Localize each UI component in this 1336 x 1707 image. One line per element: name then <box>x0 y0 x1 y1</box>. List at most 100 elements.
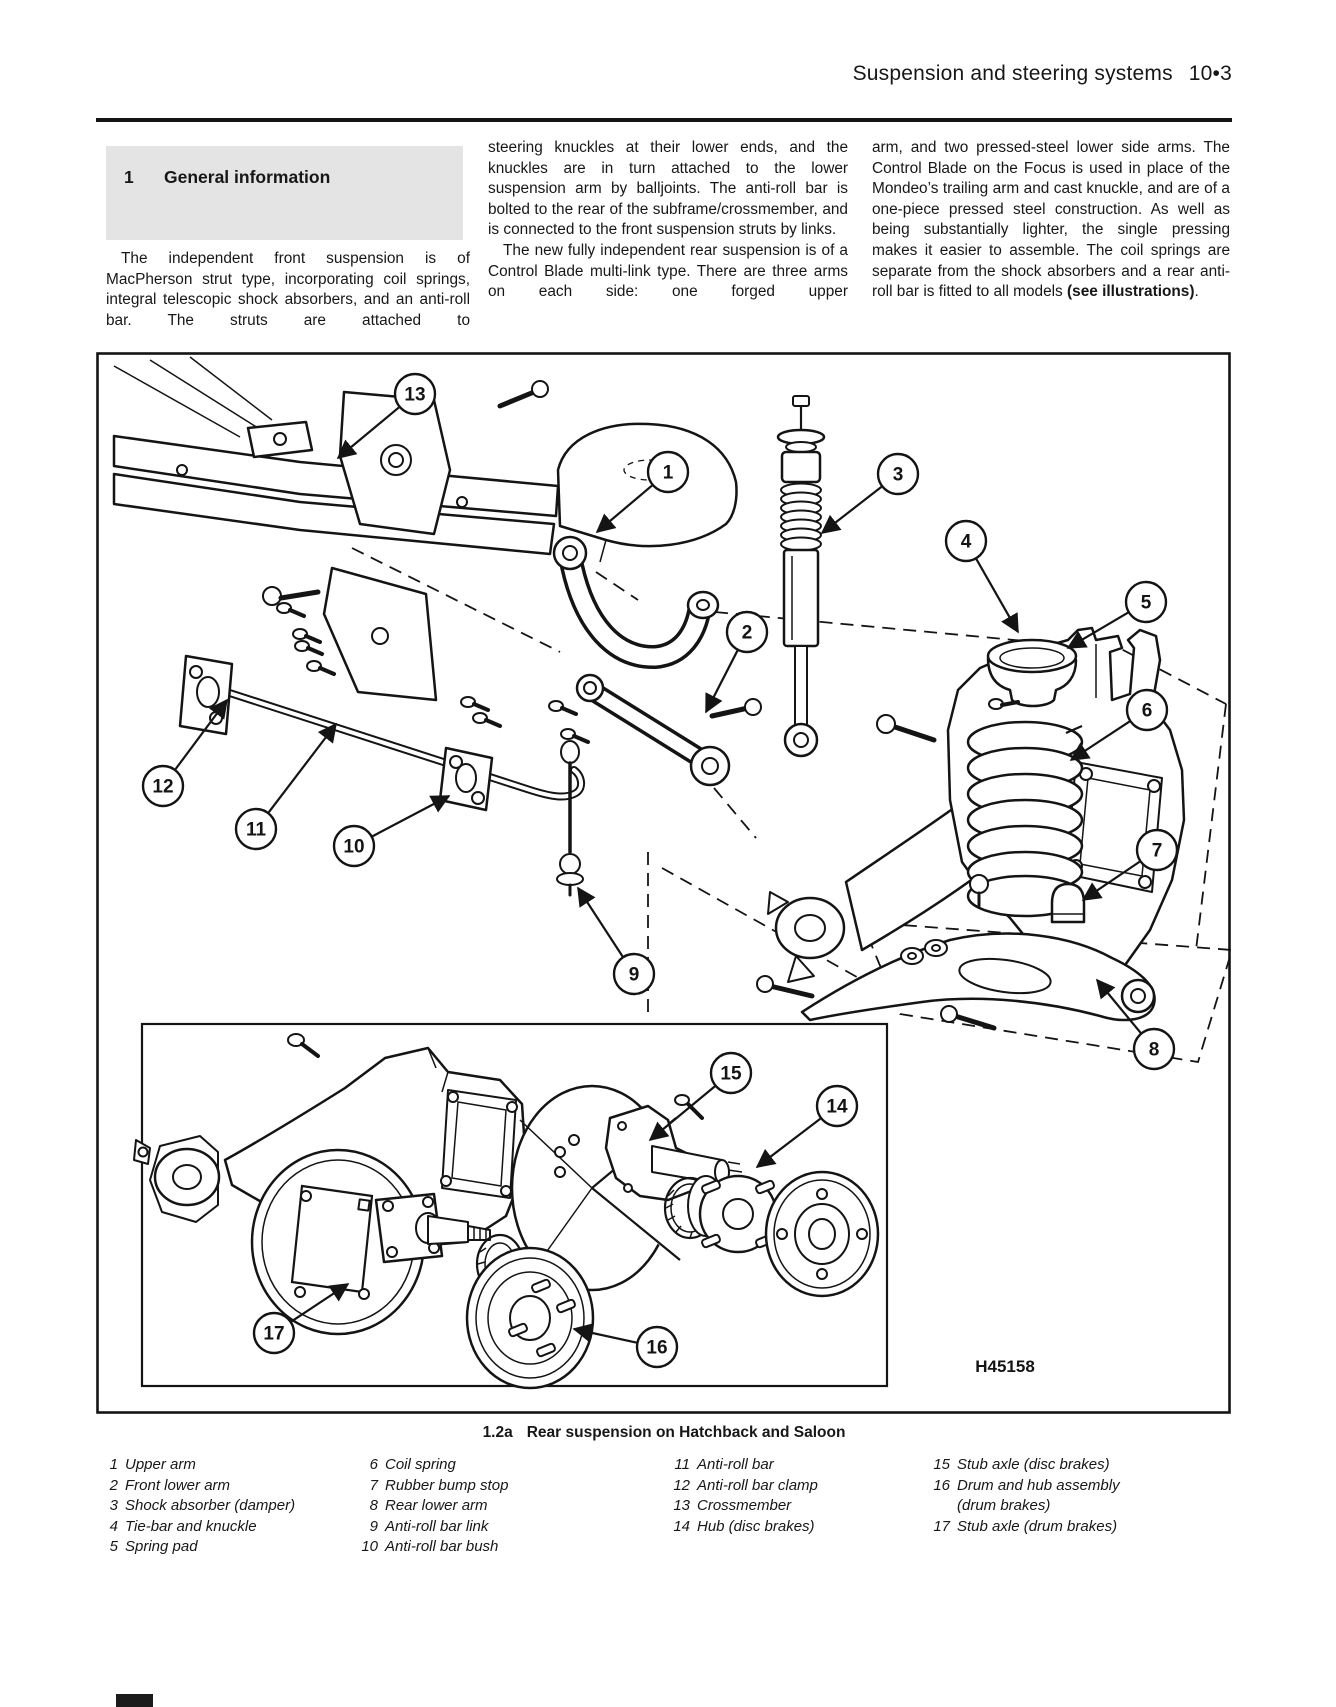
legend-item: 6 Coil spring <box>360 1455 620 1476</box>
stub-axle-disc-drawing <box>604 1094 743 1240</box>
callout-number-13: 13 <box>404 385 425 406</box>
legend-column-3: 11 Anti-roll bar 12 Anti-roll bar clamp 13 Cr… <box>668 1455 918 1537</box>
callout-number-4: 4 <box>961 532 972 553</box>
spring-pad-drawing <box>986 638 1078 710</box>
callout-number-8: 8 <box>1149 1040 1160 1061</box>
callout-number-16: 16 <box>646 1338 667 1359</box>
legend-item-label: Stub axle (drum brakes) <box>957 1517 1118 1535</box>
small-screws <box>294 640 502 728</box>
legend-item-label: Shock absorber (damper) <box>125 1497 296 1515</box>
legend-item-label: Tie-bar and knuckle <box>125 1517 257 1535</box>
callout-number-3: 3 <box>893 465 904 486</box>
caption-number: 1.2a <box>482 1424 513 1441</box>
legend-item-label: Front lower arm <box>125 1476 231 1494</box>
callout-circle-13 <box>393 372 437 416</box>
callout-circle-7 <box>1135 828 1179 872</box>
callout-arrow-5 <box>1066 611 1129 649</box>
callout-number-10: 10 <box>343 837 364 858</box>
legend-item-number: 2 <box>109 1476 118 1494</box>
section-heading: 1 General information <box>106 146 463 240</box>
legend-item-label: Spring pad <box>125 1538 198 1556</box>
legend-item-label: Anti-roll bar bush <box>385 1538 499 1556</box>
callout-arrow-16 <box>572 1323 637 1344</box>
callout-circle-8 <box>1132 1027 1176 1071</box>
figure-code: H45158 <box>975 1357 1035 1376</box>
callout-circle-17 <box>252 1311 296 1355</box>
callout-circle-16 <box>635 1325 679 1369</box>
callout-circle-4 <box>944 519 988 563</box>
callout-circle-6 <box>1125 688 1169 732</box>
rear-lower-arm-drawing <box>756 874 1156 1022</box>
legend-item-label: Anti-roll bar <box>697 1456 774 1473</box>
legend-item: 12 Anti-roll bar clamp <box>668 1476 918 1497</box>
callout-arrow-8 <box>1095 978 1142 1034</box>
anti-roll-bar-link-drawing <box>556 740 584 897</box>
section-number: 1 <box>124 167 134 187</box>
paragraph: steering knuckles at their lower ends, a… <box>488 139 848 239</box>
callout-number-1: 1 <box>663 463 674 484</box>
legend-item: 11 Anti-roll bar <box>668 1455 918 1476</box>
legend-item-label: Upper arm <box>125 1456 196 1473</box>
drum-and-hub-drawing <box>465 1246 595 1390</box>
body-column-2: steering knuckles at their lower ends, a… <box>488 138 848 303</box>
callout-number-15: 15 <box>720 1064 742 1085</box>
legend-item-number: 6 <box>369 1456 378 1473</box>
paragraph: arm, and two pressed-steel lower side ar… <box>872 138 1230 303</box>
legend-item-number: 5 <box>109 1538 118 1556</box>
callout-number-5: 5 <box>1141 593 1152 614</box>
legend-item-label: Drum and hub assembly (drum brakes) <box>957 1476 1120 1515</box>
legend-item-number: 15 <box>933 1456 950 1473</box>
callout-arrow-6 <box>1069 720 1131 761</box>
callout-arrow-11 <box>267 722 337 813</box>
legend-item-number: 12 <box>673 1476 690 1494</box>
legend-item: 2 Front lower arm <box>100 1476 350 1497</box>
callout-arrow-12 <box>174 698 228 770</box>
callout-arrow-14 <box>755 1117 821 1168</box>
legend-item-label: Anti-roll bar clamp <box>697 1476 818 1494</box>
legend-item-number: 8 <box>369 1497 378 1515</box>
legend-item-number: 9 <box>369 1517 378 1535</box>
legend-item-label: Coil spring <box>385 1456 456 1473</box>
legend-item-number: 14 <box>673 1517 690 1535</box>
legend-item-number: 13 <box>673 1497 690 1515</box>
callout-circle-10 <box>332 824 376 868</box>
caption-text: Rear suspension on Hatchback and Saloon <box>526 1424 846 1441</box>
callout-number-14: 14 <box>826 1097 848 1118</box>
shock-absorber-drawing <box>776 395 826 758</box>
callout-arrow-9 <box>577 886 624 958</box>
body-column-3: arm, and two pressed-steel lower side ar… <box>872 138 1230 303</box>
section-title: General information <box>164 167 331 187</box>
callout-arrow-10 <box>372 795 451 838</box>
callout-arrow-4 <box>975 558 1019 634</box>
body-column-1: The independent front suspension is of M… <box>106 249 470 331</box>
callout-number-9: 9 <box>629 965 640 986</box>
page-number: 10•3 <box>1188 62 1232 85</box>
paragraph: The new fully independent rear suspensio… <box>488 241 848 301</box>
brake-disc-drawing <box>764 1170 880 1298</box>
callout-number-11: 11 <box>246 820 267 841</box>
paragraph-end: . <box>1194 283 1199 301</box>
legend-item-number: 11 <box>674 1456 690 1473</box>
callout-arrow-3 <box>820 486 883 534</box>
callout-circle-3 <box>876 452 920 496</box>
upper-arm-drawing <box>552 535 720 669</box>
figure-border <box>96 352 1231 1414</box>
scan-artifact <box>116 1694 153 1707</box>
drum-backing-plate-drawing <box>250 1148 426 1336</box>
callout-number-6: 6 <box>1142 701 1153 722</box>
legend-item-label: Crossmember <box>697 1497 792 1515</box>
header-rule <box>96 118 1232 122</box>
